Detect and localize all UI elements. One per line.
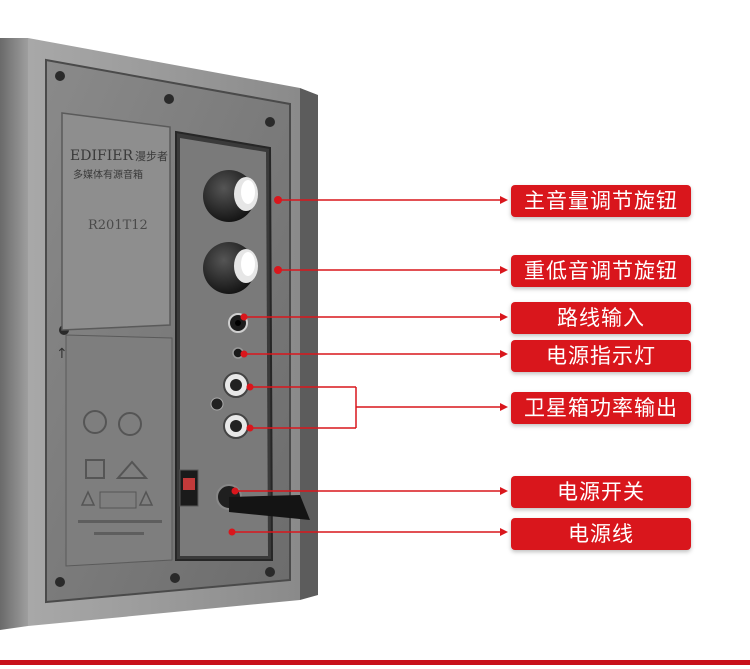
callout-bass-knob: 重低音调节旋钮 bbox=[511, 255, 691, 287]
callout-satellite-output: 卫星箱功率输出 bbox=[511, 392, 691, 424]
fine-print bbox=[78, 520, 162, 523]
fine-print-2 bbox=[94, 532, 144, 535]
cert-10-icon bbox=[118, 412, 142, 436]
bottom-accent-line bbox=[0, 660, 750, 665]
product-subtitle: 多媒体有源音箱 bbox=[73, 168, 143, 181]
leader-dots bbox=[228, 196, 282, 536]
brand-cn: 漫步者 bbox=[135, 149, 168, 163]
callout-power-switch: 电源开关 bbox=[511, 476, 691, 508]
power-cord bbox=[229, 495, 310, 520]
label-plate bbox=[61, 112, 171, 331]
model-number: R201T12 bbox=[88, 218, 148, 233]
leader-lines bbox=[232, 199, 500, 533]
callout-main-volume-knob: 主音量调节旋钮 bbox=[511, 185, 691, 217]
rca-output-bottom bbox=[223, 413, 249, 439]
output-jack-small bbox=[210, 397, 224, 411]
power-switch-rocker bbox=[183, 478, 195, 490]
callout-line-input: 路线输入 bbox=[511, 302, 691, 334]
arrow-up-icon: ↑ bbox=[56, 346, 68, 362]
connector-plate bbox=[180, 138, 268, 556]
warning-icon bbox=[80, 490, 96, 506]
callout-power-cord: 电源线 bbox=[511, 518, 691, 550]
cabinet-side bbox=[0, 38, 28, 630]
bass-knob bbox=[203, 242, 258, 294]
warning-text-box bbox=[99, 491, 137, 509]
callout-power-indicator: 电源指示灯 bbox=[511, 340, 691, 372]
double-insulation-icon bbox=[85, 459, 105, 479]
cert-ccc-icon bbox=[83, 410, 107, 434]
brand-logo: EDIFIER bbox=[70, 148, 133, 164]
leader-arrows bbox=[500, 196, 508, 536]
rca-output-top bbox=[223, 372, 249, 398]
warning-icon-2 bbox=[138, 490, 154, 506]
cabinet-edge bbox=[300, 88, 318, 600]
cert-plate bbox=[65, 334, 173, 567]
house-icon bbox=[115, 460, 149, 479]
main-volume-knob bbox=[203, 170, 258, 222]
